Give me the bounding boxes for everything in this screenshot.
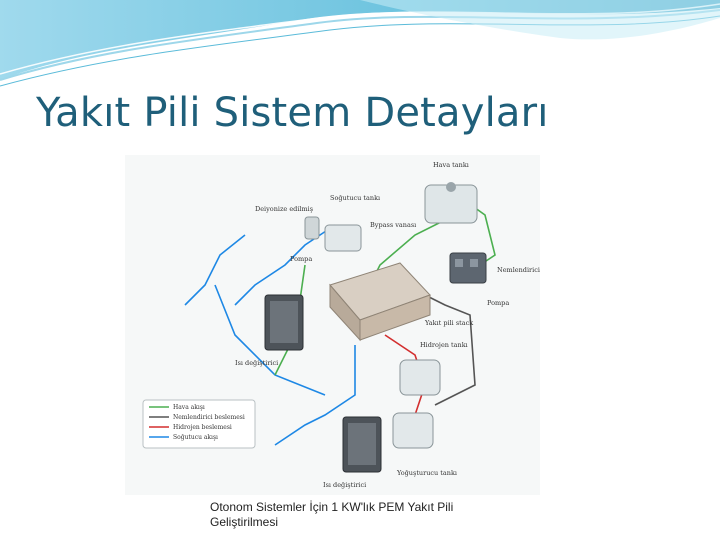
hydrogen-tank [399,359,441,396]
label-pump-left: Pompa [290,255,312,263]
fuel-cell-stack [329,262,431,342]
label-deionizer: Deiyonize edilmiş [255,205,313,213]
label-pump-right: Pompa [487,299,509,307]
label-condensate-tank: Yoğuşturucu tankı [396,469,457,477]
legend-label: Nemlendirici beslemesi [173,414,245,421]
air-tank [424,182,478,224]
label-hydrogen-tank: Hidrojen tankı [420,341,468,349]
deionizer [304,216,320,240]
heat-exchanger-left [264,294,304,351]
label-coolant-tank: Soğutucu tankı [330,194,380,202]
label-humidifier: Nemlendirici [497,266,540,274]
slide-caption: Otonom Sistemler İçin 1 KW'lık PEM Yakıt… [210,500,454,529]
legend-label: Hidrojen beslemesi [173,424,232,431]
heat-exchanger-bottom [342,416,382,473]
label-heat-exchanger-left: Isı değiştirici [235,359,278,367]
fuel-cell-system-diagram: Hava tankı Soğutucu tankı Deiyonize edil… [125,155,540,495]
condensate-tank [392,412,434,449]
label-fuel-cell-stack: Yakıt pili stack [424,319,473,327]
legend-label: Hava akışı [173,404,205,411]
legend-label: Soğutucu akışı [173,434,218,441]
coolant-tank [324,224,362,252]
humidifier [449,252,487,284]
header-wave-decoration [0,0,720,87]
slide-title: Yakıt Pili Sistem Detayları [36,90,549,136]
label-heat-exchanger-bottom: Isı değiştirici [323,481,366,489]
label-air-tank: Hava tankı [433,161,469,169]
label-bypass-valve: Bypass vanası [370,221,416,229]
